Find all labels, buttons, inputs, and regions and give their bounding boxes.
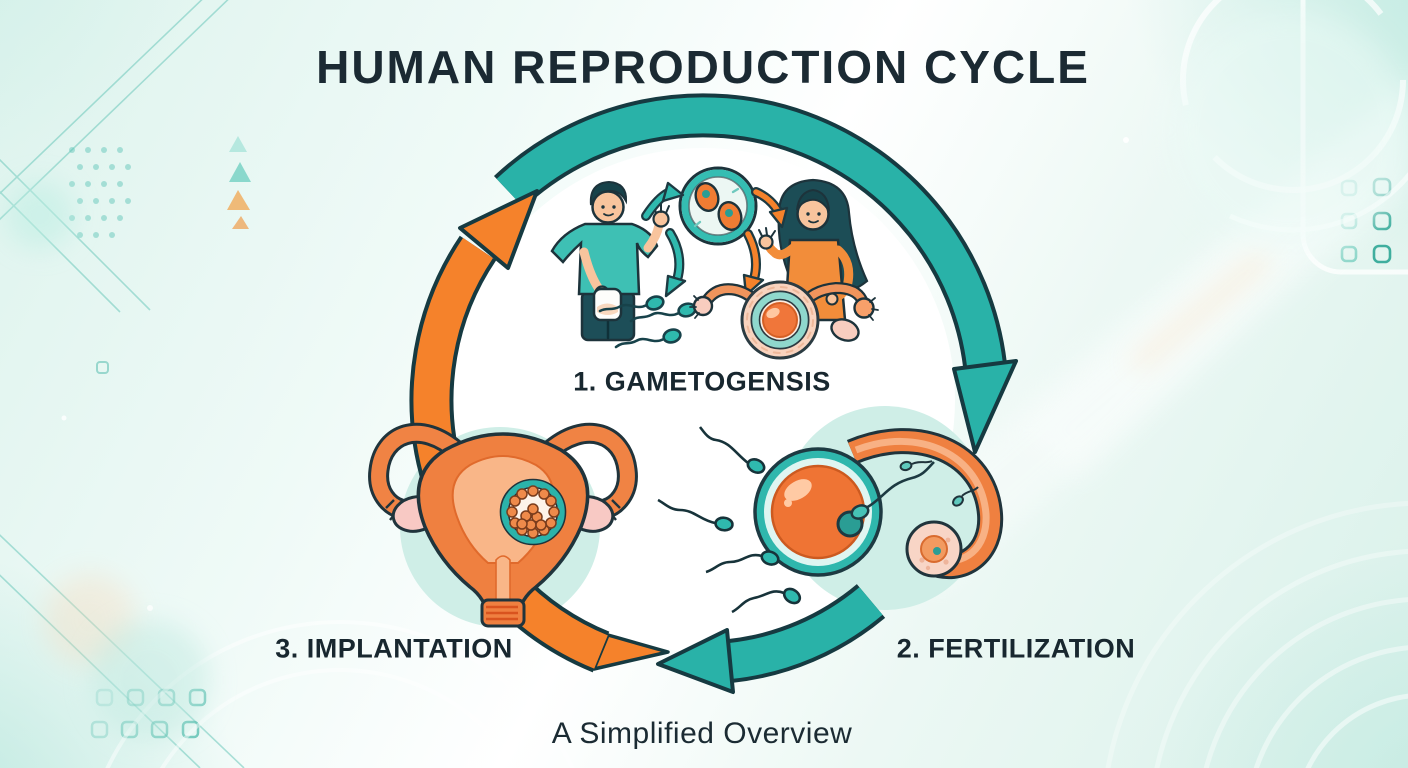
step-label-implantation: 3. IMPLANTATION: [275, 633, 513, 664]
released-ovum-icon: [905, 520, 963, 578]
sperm-in-tube-icon: [899, 460, 979, 507]
sperm-swarm-icon: [657, 426, 802, 614]
decor-ripples-bottom-right: [1105, 501, 1408, 768]
page-title: HUMAN REPRODUCTION CYCLE: [316, 41, 1090, 93]
decor-square-left-edge: [96, 361, 109, 374]
arrow-man-to-cell-icon: [641, 181, 685, 221]
step-label-fertilization: 2. FERTILIZATION: [896, 633, 1136, 664]
decor-dot-grid-top-left: [69, 147, 131, 238]
page-subtitle: A Simplified Overview: [551, 717, 853, 750]
arrow-cell-to-woman-icon: [751, 187, 789, 229]
decor-triangles-top-left: [227, 136, 251, 229]
specimen-cup-icon: [592, 287, 623, 322]
fertilizing-sperm-icon: [850, 461, 935, 520]
blastocyst-icon: [499, 478, 567, 546]
teal-arrow-bottom: [656, 583, 886, 694]
implantation-illustration: [368, 422, 638, 628]
arrow-man-to-sperm-icon: [664, 228, 687, 298]
man-figure: [550, 180, 670, 342]
orange-arrowhead-up-icon: [458, 189, 539, 270]
step-label-gametogenesis: 1. GAMETOGENSIS: [573, 366, 831, 397]
gametogenesis-illustration: [550, 166, 879, 360]
ovum-icon: [689, 280, 879, 360]
dividing-cell-icon: [678, 166, 758, 246]
sperm-cells-icon: [598, 295, 697, 349]
decor-light-beam: [6, 10, 1408, 740]
teal-arrowhead-down-icon: [952, 359, 1018, 454]
fallopian-tube-icon: [846, 428, 1004, 580]
decor-sparkles: [61, 137, 1129, 611]
fertilization-illustration: [657, 426, 1004, 614]
decor-arcs-bottom-left: [105, 620, 575, 768]
teal-arc-top-right: [493, 93, 1018, 454]
egg-cell-icon: [753, 447, 935, 577]
teal-arrowhead-left-icon: [656, 628, 735, 694]
